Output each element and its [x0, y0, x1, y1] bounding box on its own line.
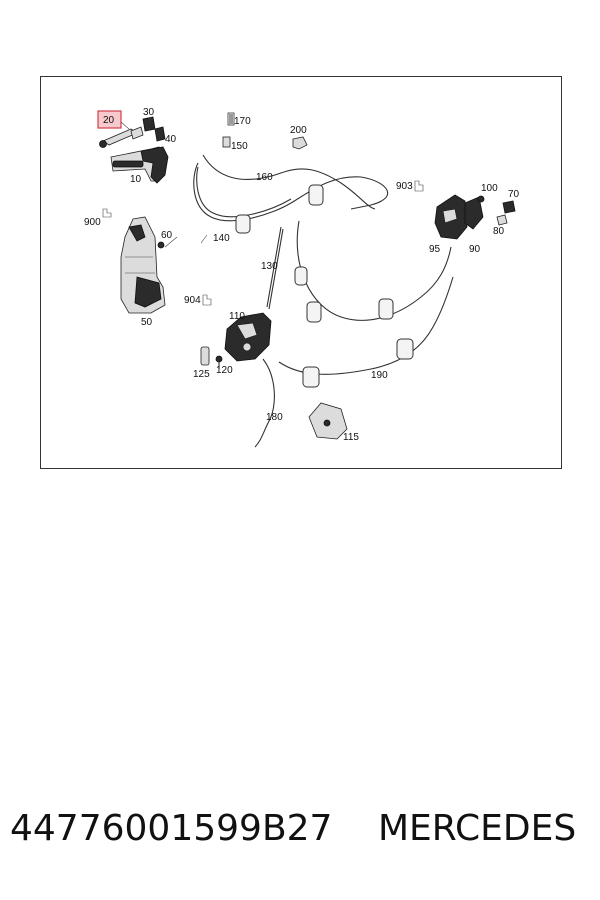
- part-150-clip[interactable]: [222, 136, 231, 148]
- callout-40[interactable]: 40: [165, 134, 177, 145]
- part-100-bolt[interactable]: [477, 195, 485, 203]
- part-20-key-cylinder[interactable]: [99, 121, 138, 148]
- callout-10[interactable]: 10: [130, 174, 142, 185]
- callout-200[interactable]: 200: [290, 125, 307, 136]
- part-140-cable[interactable]: [193, 162, 388, 234]
- part-40-cap[interactable]: [130, 126, 166, 142]
- callout-125[interactable]: 125: [193, 369, 210, 380]
- callout-100[interactable]: 100: [481, 183, 498, 194]
- part-lock-cable-loop[interactable]: [294, 220, 452, 323]
- part-200-clip[interactable]: [292, 136, 308, 150]
- callout-150[interactable]: 150: [231, 141, 248, 152]
- part-60-bolt[interactable]: [157, 241, 165, 249]
- part-90-latch[interactable]: [464, 196, 484, 230]
- callout-170[interactable]: 170: [234, 116, 251, 127]
- part-190-cable[interactable]: [278, 276, 454, 388]
- part-130-rod[interactable]: [266, 226, 284, 310]
- callout-110[interactable]: 110: [229, 311, 245, 322]
- parts-diagram: 10 20 30 40 900 50: [84, 107, 520, 448]
- brand-name: MERCEDES: [378, 808, 577, 849]
- callout-160[interactable]: 160: [256, 172, 273, 183]
- footer: 44776001599B27 MERCEDES: [10, 808, 595, 858]
- part-10-door-handle[interactable]: [110, 146, 169, 184]
- part-903-icon: [414, 180, 424, 192]
- callout-60[interactable]: 60: [161, 230, 173, 241]
- part-70-striker[interactable]: [502, 200, 516, 214]
- part-160-cable[interactable]: [202, 154, 376, 210]
- callout-90[interactable]: 90: [469, 244, 481, 255]
- callout-180[interactable]: 180: [266, 412, 283, 423]
- part-110-door-lock[interactable]: [224, 312, 272, 362]
- callout-140[interactable]: 140: [213, 233, 230, 244]
- callout-95[interactable]: 95: [429, 244, 441, 255]
- callout-900[interactable]: 900: [84, 217, 101, 228]
- part-115-bracket[interactable]: [308, 402, 348, 440]
- callout-20[interactable]: 20: [103, 115, 115, 126]
- part-170-spring[interactable]: [227, 112, 235, 126]
- callout-904[interactable]: 904: [184, 295, 201, 306]
- part-125-bracket[interactable]: [200, 346, 210, 366]
- callout-80[interactable]: 80: [493, 226, 505, 237]
- callout-903[interactable]: 903: [396, 181, 413, 192]
- part-900-icon: [102, 208, 112, 218]
- callout-120[interactable]: 120: [216, 365, 233, 376]
- callout-70[interactable]: 70: [508, 189, 520, 200]
- callout-190[interactable]: 190: [371, 370, 388, 381]
- part-50-carrier-panel[interactable]: [120, 216, 166, 314]
- callout-115[interactable]: 115: [343, 432, 359, 443]
- part-80-screw[interactable]: [496, 214, 508, 226]
- part-30-cap[interactable]: [142, 116, 156, 132]
- part-904-icon: [202, 294, 212, 306]
- callout-50[interactable]: 50: [141, 317, 153, 328]
- parts-diagram-frame: 10 20 30 40 900 50: [40, 76, 562, 469]
- part-95-rear-lock[interactable]: [434, 194, 468, 240]
- part-180-cable[interactable]: [254, 358, 275, 448]
- part-120-screw[interactable]: [215, 355, 223, 369]
- part-number: 44776001599B27: [10, 808, 333, 849]
- callout-30[interactable]: 30: [143, 107, 155, 118]
- callout-130[interactable]: 130: [261, 261, 278, 272]
- highlight-box-20: [97, 110, 122, 129]
